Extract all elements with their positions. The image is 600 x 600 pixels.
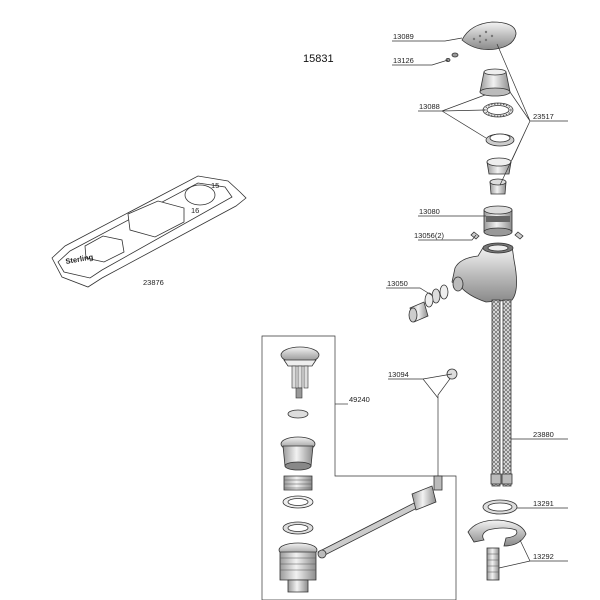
- label-13056: 13056(2): [414, 231, 445, 240]
- pivot-rod: [317, 485, 437, 559]
- pop-up-stopper: [280, 346, 320, 399]
- cartridge-ring: [485, 133, 515, 147]
- drain-assembly-frame: [261, 335, 457, 600]
- drain-body-nut: [283, 475, 313, 491]
- ring-nut: [482, 102, 514, 118]
- part-labels: 13089 13126 13088 23517 13080 13056(2) 1…: [349, 32, 554, 561]
- template-mark-b: 16: [191, 206, 199, 215]
- faucet-body: [451, 242, 517, 303]
- stem-adapter: [489, 178, 507, 195]
- installation-template: Sterling 15 16 23876: [51, 175, 247, 288]
- aerator-assembly: [408, 276, 464, 323]
- label-23517: 23517: [533, 112, 554, 121]
- rubber-washer: [482, 499, 518, 515]
- template-part-number: 23876: [143, 278, 164, 287]
- label-13291: 13291: [533, 499, 554, 508]
- braided-supply-hoses: [490, 299, 513, 487]
- label-13050: 13050: [387, 279, 408, 288]
- drain-tailpiece: [278, 542, 318, 593]
- label-13292: 13292: [533, 552, 554, 561]
- template-mark-a: 15: [211, 181, 219, 190]
- label-13126: 13126: [393, 56, 414, 65]
- handle-lever: [461, 21, 517, 50]
- leader-lines: [335, 37, 568, 569]
- large-hex-cutout: [127, 200, 185, 238]
- label-13080: 13080: [419, 207, 440, 216]
- round-cutout: [184, 184, 216, 206]
- cap-dome: [479, 68, 511, 97]
- cartridge-cap: [486, 157, 512, 175]
- label-49240: 49240: [349, 395, 370, 404]
- drain-washers: [282, 495, 314, 535]
- horseshoe-washer: [467, 519, 527, 547]
- label-13089: 13089: [393, 32, 414, 41]
- label-23880: 23880: [533, 430, 554, 439]
- diagram-title: 15831: [303, 53, 334, 65]
- drain-flange: [280, 436, 316, 471]
- small-hex-cutout: [84, 235, 125, 263]
- label-13088: 13088: [419, 102, 440, 111]
- mounting-shank: [486, 547, 500, 581]
- label-13094: 13094: [388, 370, 409, 379]
- lift-rod: [433, 368, 458, 491]
- cartridge: [483, 205, 513, 237]
- inlet-seals: [470, 231, 524, 240]
- stopper-gasket: [287, 409, 309, 419]
